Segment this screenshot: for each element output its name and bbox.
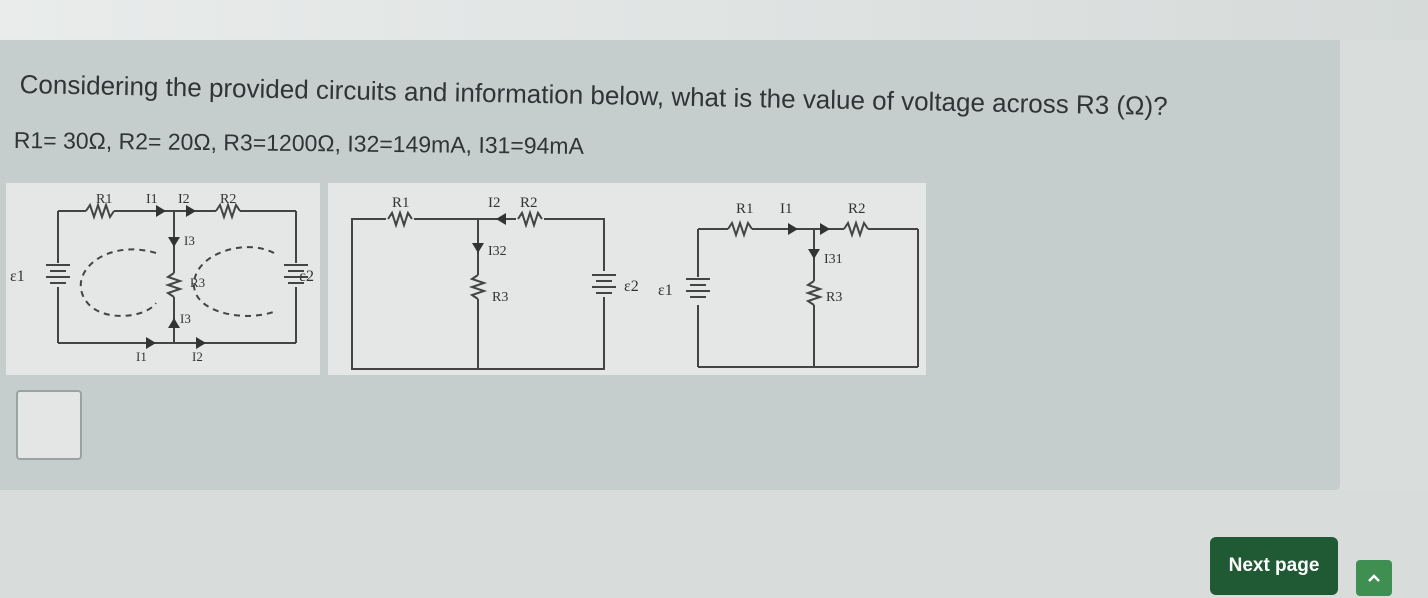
fig3-i1-label: I1 — [780, 201, 793, 217]
fig1-i1-label: I1 — [146, 192, 158, 207]
fig2-r2-label: R2 — [520, 195, 538, 211]
top-bar — [0, 0, 1428, 40]
fig1-i3-label: I3 — [184, 233, 195, 248]
fig2-r3-label: R3 — [492, 290, 508, 305]
circuit-diagram-1: R1 I1 I2 R2 I3 R3 I3 I1 I2 ε1 ε2 — [6, 183, 320, 375]
fig3-i31-label: I31 — [824, 252, 843, 267]
footer-area — [0, 490, 1428, 598]
fig3-r2-label: R2 — [848, 201, 866, 217]
fig1-i2-label: I2 — [178, 192, 190, 207]
right-margin — [1340, 40, 1428, 490]
circuit-2-svg: R1 I2 R2 I32 R3 ε2 — [351, 195, 639, 370]
fig2-e2-label: ε2 — [624, 278, 639, 295]
fig2-i2-label: I2 — [488, 195, 501, 211]
answer-input[interactable] — [16, 390, 82, 460]
fig1-i2-bottom-label: I2 — [192, 349, 203, 364]
fig3-e1-label: ε1 — [658, 282, 673, 299]
fig1-e2-label: ε2 — [299, 268, 314, 285]
circuit-diagram-2: R1 I2 R2 I32 R3 ε2 — [328, 183, 648, 375]
fig2-i32-label: I32 — [488, 244, 507, 259]
fig3-r3-label: R3 — [826, 290, 842, 305]
fig1-i1-bottom-label: I1 — [136, 349, 147, 364]
next-page-button[interactable]: Next page — [1210, 537, 1338, 595]
circuit-diagram-3: R1 I1 R2 I31 R3 ε1 — [648, 183, 926, 375]
fig2-r1-label: R1 — [392, 195, 410, 211]
circuit-3-svg: R1 I1 R2 I31 R3 ε1 — [658, 201, 919, 368]
fig3-r1-label: R1 — [736, 201, 754, 217]
chevron-up-icon — [1368, 574, 1380, 582]
circuit-1-svg: R1 I1 I2 R2 I3 R3 I3 I1 I2 ε1 ε2 — [10, 192, 314, 364]
fig1-e1-label: ε1 — [10, 268, 25, 285]
collapse-button[interactable] — [1356, 560, 1392, 596]
fig1-r3-label: R3 — [190, 275, 205, 290]
given-values: R1= 30Ω, R2= 20Ω, R3=1200Ω, I32=149mA, I… — [13, 126, 585, 159]
fig1-r1-label: R1 — [96, 192, 112, 207]
circuit-figure: R1 I1 I2 R2 I3 R3 I3 I1 I2 ε1 ε2 — [6, 175, 926, 375]
fig1-r2-label: R2 — [220, 192, 236, 207]
fig1-i3-lower-label: I3 — [180, 311, 191, 326]
